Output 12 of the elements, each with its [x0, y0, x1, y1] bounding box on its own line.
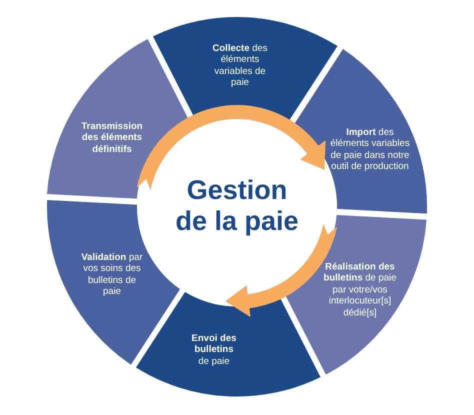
- step-label: Validation par vos soins des bulletins de paie: [80, 252, 144, 298]
- center-title: Gestion de la paie: [174, 175, 300, 237]
- step-label: Transmission des éléments définitifs: [80, 120, 144, 156]
- ring-segment: [47, 39, 189, 199]
- ring-segment: [153, 17, 338, 122]
- step-label: Collecte des éléments variables de paie: [212, 42, 268, 89]
- step-label: Envoi des bulletins de paie: [190, 332, 238, 368]
- step-label: Import des éléments variables de paie dans notre outil de production: [329, 126, 411, 173]
- curved-arrow: [225, 224, 338, 318]
- step-label: Réalisation des bulletins de paie par votre/vos interlocuteur[s] dédié[s]: [322, 261, 398, 319]
- ring-segment: [136, 292, 321, 397]
- curved-arrow: [136, 105, 326, 190]
